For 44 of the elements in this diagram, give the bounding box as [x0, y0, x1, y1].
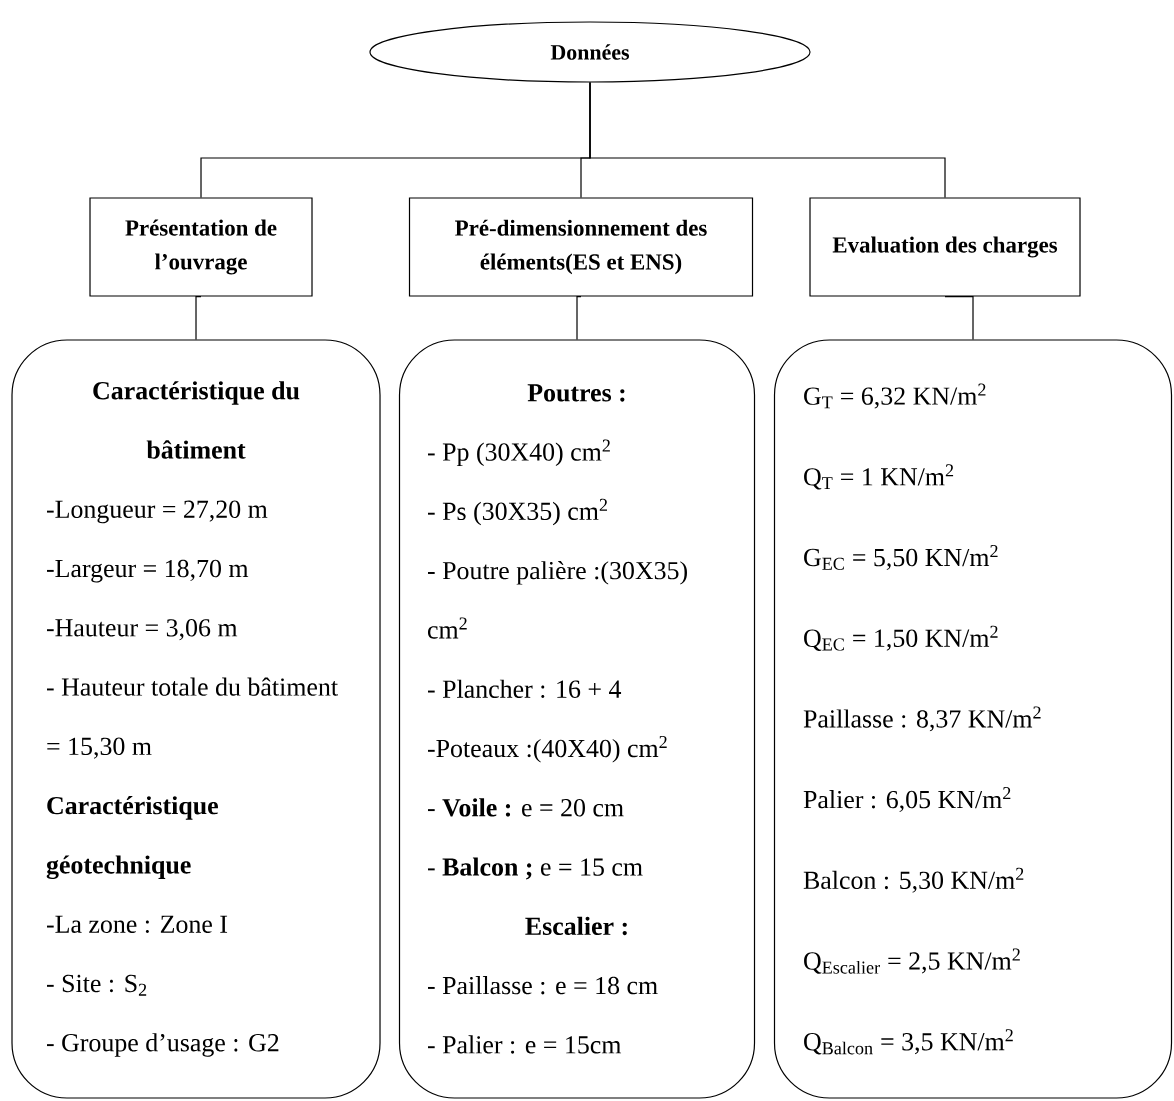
node-label: Données — [550, 44, 630, 60]
list-item: - Balcon ; e = 15 cm — [427, 857, 643, 880]
rounded-box — [773, 339, 1173, 1099]
list-item: -La zone : Zone I — [46, 915, 228, 934]
list-item: Q$_{Balcon}$ = 3,5 KN/m$^{2}$ — [804, 1029, 1013, 1055]
list-item: - Pp (30X40) cm$^{2}$ — [427, 439, 610, 467]
node-label: Présentation de l’ouvrage — [125, 219, 277, 275]
section-heading: Caractéristique du bâtiment — [93, 381, 300, 459]
process-box — [89, 197, 313, 297]
list-item: Paillasse : 8,37 KN/m$^{2}$ — [803, 706, 1041, 732]
list-item: - Ps (30X35) cm$^{2}$ — [427, 498, 607, 526]
node-label: Pré-dimensionnement des éléments(ES et ENS) — [455, 219, 707, 275]
section-heading: Caractéristique géotechnique — [46, 796, 218, 880]
process-box — [809, 197, 1081, 297]
list-item: - Hauteur totale du bâtiment = 15,30 m — [46, 677, 338, 759]
connector-line — [576, 296, 582, 340]
list-item: - Site : S$_{2}$ — [46, 974, 147, 996]
node-label: Evaluation des charges — [832, 236, 1058, 258]
list-item: -Longueur = 27,20 m — [46, 500, 268, 524]
list-item: G$_{T}$ = 6,32 KN/m$^{2}$ — [804, 383, 986, 409]
connector-line — [589, 82, 946, 198]
rounded-box — [398, 339, 756, 1099]
list-item: Palier : 6,05 KN/m$^{2}$ — [803, 787, 1011, 813]
list-item: Q$_{T}$ = 1 KN/m$^{2}$ — [804, 464, 954, 490]
list-item: - Poutre palière :(30X35) cm$^{2}$ — [427, 561, 687, 639]
list-item: - Paillasse : e = 18 cm — [427, 976, 658, 995]
list-item: -Poteaux :(40X40) cm$^{2}$ — [427, 735, 667, 763]
ellipse-node — [369, 21, 811, 83]
list-item: - Plancher : 16 + 4 — [427, 679, 622, 698]
list-item: -Largeur = 18,70 m — [46, 559, 249, 583]
list-item: Balcon : 5,30 KN/m$^{2}$ — [803, 867, 1024, 893]
process-box — [408, 197, 754, 297]
list-item: - Groupe d’usage : G2 — [46, 1033, 279, 1057]
connector-line — [944, 296, 974, 340]
section-heading: Poutres : — [527, 384, 625, 402]
list-item: Q$_{EC}$ = 1,50 KN/m$^{2}$ — [804, 625, 998, 651]
list-item: -Hauteur = 3,06 m — [46, 619, 238, 641]
connector-line — [195, 296, 202, 340]
list-item: G$_{EC}$ = 5,50 KN/m$^{2}$ — [804, 545, 998, 570]
section-heading: Escalier : — [525, 916, 627, 936]
list-item: - Voile : e = 20 cm — [427, 798, 624, 817]
rounded-box — [11, 339, 381, 1099]
list-item: - Palier : e = 15cm — [427, 1035, 622, 1054]
list-item: Q$_{Escalier}$ = 2,5 KN/m$^{2}$ — [804, 948, 1020, 974]
